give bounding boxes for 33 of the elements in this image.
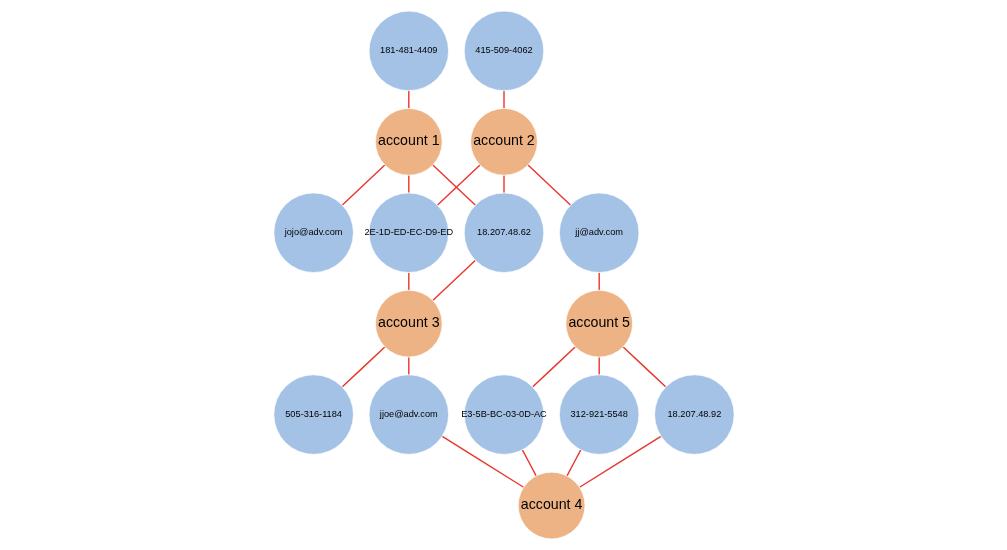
connector [407, 174, 409, 194]
connector [565, 449, 581, 477]
node-circle: account 5 [564, 289, 633, 358]
connector [502, 90, 505, 109]
node-circle: jjoe@adv.com [368, 374, 449, 455]
connector [598, 272, 600, 291]
node-circle: 505-316-1184 [273, 374, 354, 455]
connector [431, 259, 476, 301]
node-circle: 18.207.48.92 [653, 374, 734, 455]
connector [441, 435, 524, 488]
connector [502, 174, 505, 194]
connector [526, 164, 571, 206]
node-circle: 415-509-4062 [463, 10, 544, 91]
node-circle: 18.207.48.62 [463, 192, 544, 273]
connector [407, 272, 409, 291]
connector [341, 164, 385, 206]
connector [598, 356, 600, 376]
node-circle: account 1 [374, 108, 443, 176]
connector [531, 346, 576, 388]
node-circle: account 4 [517, 471, 585, 540]
node-circle: account 3 [374, 289, 443, 358]
node-circle: 312-921-5548 [558, 374, 639, 455]
connector [622, 346, 666, 388]
connector [521, 449, 537, 477]
node-circle: 181-481-4409 [368, 10, 449, 91]
node-circle: account 2 [469, 108, 538, 176]
connector [578, 435, 662, 488]
connector [407, 356, 409, 376]
node-circle: jojo@adv.com [273, 192, 354, 273]
node-circle: jj@adv.com [558, 192, 639, 273]
connector [407, 90, 409, 109]
node-circle: E3-5B-BC-03-0D-AC [463, 374, 544, 455]
connector [341, 346, 385, 388]
